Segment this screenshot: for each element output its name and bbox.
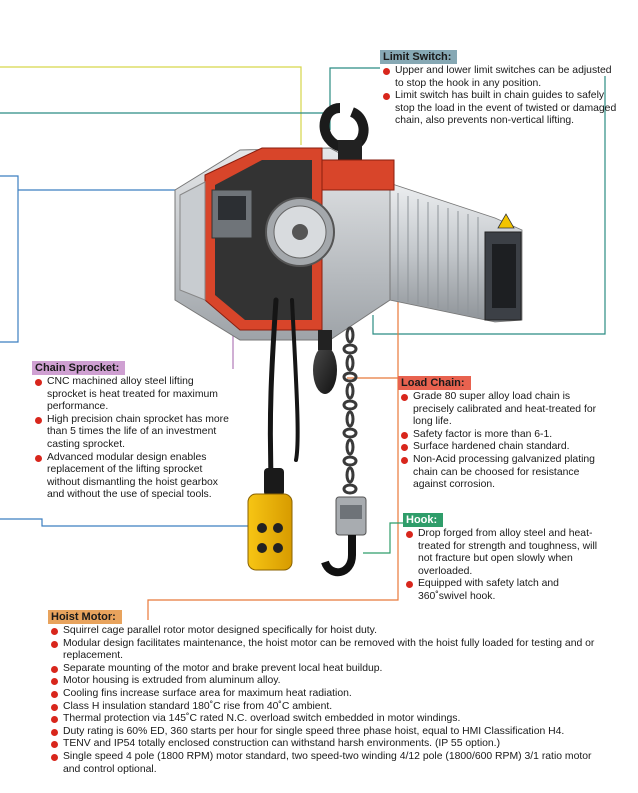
chain-sprocket-item: CNC machined alloy steel lifting sprocke… bbox=[32, 376, 232, 414]
hoist-motor-item: Modular design facilitates maintenance, … bbox=[48, 638, 608, 663]
load-chain-links bbox=[342, 326, 358, 495]
hook-item: Equipped with safety latch and 360˚swive… bbox=[403, 578, 603, 603]
hoist-motor-item: Cooling fins increase surface area for m… bbox=[48, 688, 608, 701]
chain-sprocket-section: Chain Sprocket: CNC machined alloy steel… bbox=[32, 361, 232, 502]
hoist-motor-item: Separate mounting of the motor and brake… bbox=[48, 663, 608, 676]
limit-switch-item: Upper and lower limit switches can be ad… bbox=[380, 65, 620, 90]
hoist-motor-item: Squirrel cage parallel rotor motor desig… bbox=[48, 625, 608, 638]
chain-sprocket-item: High precision chain sprocket has more t… bbox=[32, 414, 232, 452]
load-chain-item: Non-Acid processing galvanized plating c… bbox=[398, 454, 608, 492]
hook-list: Drop forged from alloy steel and heat-tr… bbox=[403, 528, 603, 604]
limit-switch-item: Limit switch has built in chain guides t… bbox=[380, 90, 620, 128]
limit-switch-section: Limit Switch: Upper and lower limit swit… bbox=[380, 50, 620, 128]
leader-line-blue-pendant bbox=[0, 518, 255, 527]
hoist-motor-item: Thermal protection via 145˚C rated N.C. … bbox=[48, 713, 608, 726]
hoist-motor-list: Squirrel cage parallel rotor motor desig… bbox=[48, 625, 608, 776]
gearbox-housing bbox=[174, 147, 391, 341]
load-chain-item: Surface hardened chain standard. bbox=[398, 441, 608, 454]
chain-sprocket-item: Advanced modular design enables replacem… bbox=[32, 452, 232, 502]
limit-switch-list: Upper and lower limit switches can be ad… bbox=[380, 65, 620, 128]
load-chain-item: Safety factor is more than 6-1. bbox=[398, 429, 608, 442]
hoist-motor-item: Motor housing is extruded from aluminum … bbox=[48, 675, 608, 688]
load-chain-item: Grade 80 super alloy load chain is preci… bbox=[398, 391, 608, 429]
hoist-motor-section: Hoist Motor: Squirrel cage parallel roto… bbox=[48, 610, 608, 776]
leader-line-teal-limit bbox=[329, 67, 380, 113]
hook-section: Hook: Drop forged from alloy steel and h… bbox=[403, 513, 603, 604]
load-chain-list: Grade 80 super alloy load chain is preci… bbox=[398, 391, 608, 492]
leader-line-limit-box bbox=[372, 76, 606, 335]
chain-sprocket-list: CNC machined alloy steel lifting sprocke… bbox=[32, 376, 232, 502]
cable-grommet bbox=[313, 330, 337, 394]
hoist-motor-item: Duty rating is 60% ED, 360 starts per ho… bbox=[48, 726, 608, 739]
hook-item: Drop forged from alloy steel and heat-tr… bbox=[403, 528, 603, 578]
hoist-motor-item: TENV and IP54 totally enclosed construct… bbox=[48, 738, 608, 751]
hoist-motor-item: Single speed 4 pole (1800 RPM) motor sta… bbox=[48, 751, 608, 776]
top-hook bbox=[319, 103, 395, 191]
limit-switch-title: Limit Switch: bbox=[380, 50, 458, 64]
leader-line-blue bbox=[0, 175, 19, 343]
hoist-motor-title: Hoist Motor: bbox=[48, 610, 122, 624]
control-pendant bbox=[247, 468, 293, 571]
hoist-motor-item: Class H insulation standard 180˚C rise f… bbox=[48, 701, 608, 714]
leader-line-teal-top bbox=[0, 112, 331, 130]
bottom-hook bbox=[321, 496, 367, 577]
leader-line-orange-motor bbox=[147, 254, 399, 620]
leader-line-yellow bbox=[0, 66, 302, 145]
load-chain-section: Load Chain: Grade 80 super alloy load ch… bbox=[398, 376, 608, 492]
hoist-motor-body bbox=[379, 179, 523, 323]
leader-line-green-hook bbox=[363, 522, 403, 554]
chain-sprocket-title: Chain Sprocket: bbox=[32, 361, 126, 375]
hook-title: Hook: bbox=[403, 513, 444, 527]
load-chain-title: Load Chain: bbox=[398, 376, 471, 390]
